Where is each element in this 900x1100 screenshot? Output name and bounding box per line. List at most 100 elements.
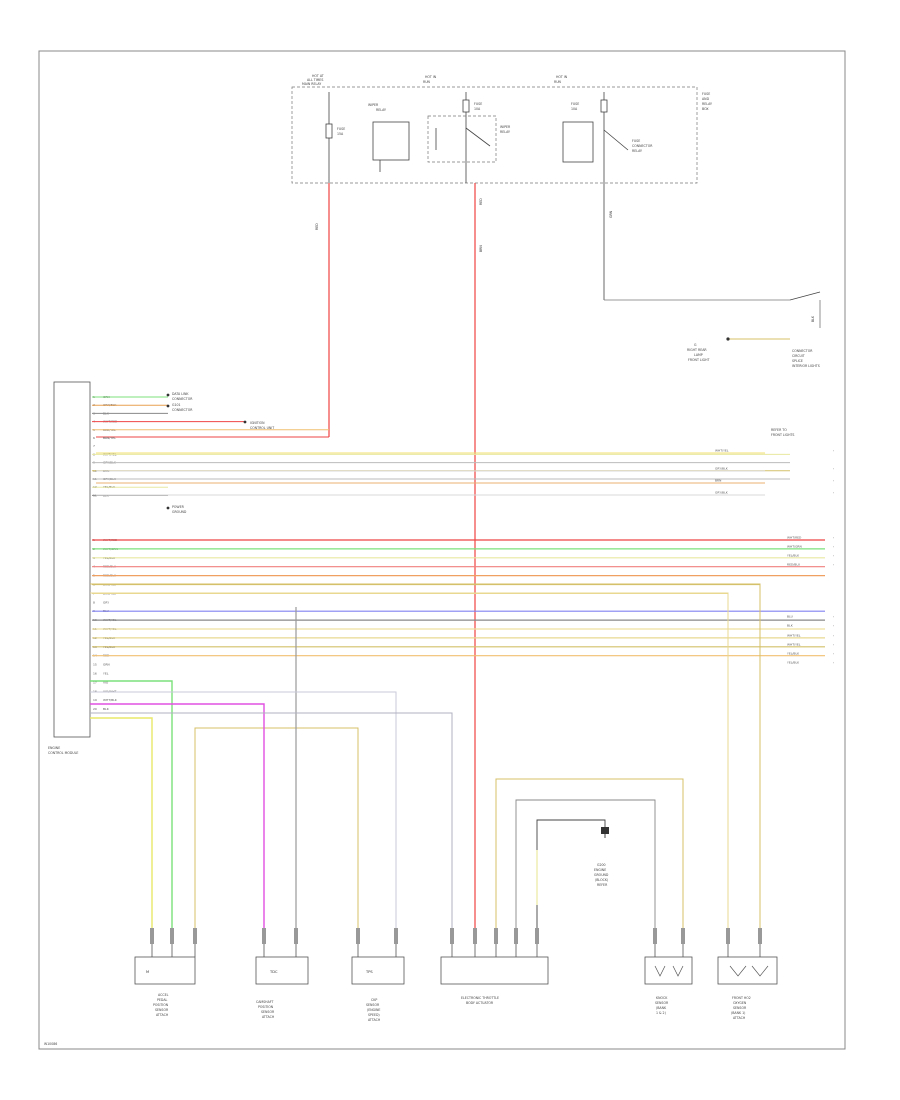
right-wire-arrow: › [833,652,834,656]
diagram-frame [38,50,846,1050]
relay-mid-outline [427,115,497,163]
relay3-label3: RELAY [632,149,642,153]
connector-pin [150,928,154,944]
right-wire-label: YEL/BLK [787,554,800,558]
lead-green-1 [90,680,173,930]
right-wire-label: YEL/BLK [787,661,800,665]
oxygen-sensor-icon [729,965,769,977]
relay3-label2: CONNECTOR [632,144,653,148]
ecm-note-5: IGNITION [250,421,265,425]
wire-label-right: GRN [609,210,613,218]
fuse1-label: FUSE [337,127,345,131]
right-wire-label: WHT/YEL [715,449,729,453]
sensor3-box-label: TPS [365,970,373,974]
fuse-col1-line3: MAIN RELAY [302,82,321,86]
sensor6-body [717,956,778,985]
right-wire-label: WHT/YEL [787,643,801,647]
right-wire-arrow: › [833,624,834,628]
ground-line1: G200 [597,863,606,867]
main-relay-icon [372,121,410,161]
connector-stubs [150,928,762,957]
connector-pin [193,928,197,944]
sensor5-body [644,956,693,985]
connector-pin [653,928,657,944]
lead-tan-3 [90,592,729,930]
ecm-note-6: CONTROL UNIT [250,426,274,430]
ecm-note-dot3 [243,420,247,424]
connector-pin [535,928,539,944]
lead-tan-2 [495,778,684,930]
connector-pin [262,928,266,944]
fuse2-icon [462,99,470,113]
connector-pin [294,928,298,944]
ecm-name-2: CONTROL MODULE [48,751,78,755]
ecm-bottom-wire-label: GRN [103,663,110,667]
ground-line4: (BLOCK) [595,878,608,882]
diagram-id: W10086 [44,1042,57,1046]
ecm-bottom-pin: 15 [93,663,97,667]
right-wire-label: WHT/YEL [787,634,801,638]
ref1-line1: G [694,343,697,347]
sensor-accel-pedal: M ACCEL PEDAL POSITION SENSOR ATTACH [134,956,196,1017]
fuse-side-line2: AND [702,97,710,101]
sensor-camshaft: TDC CAMSHAFT POSITION SENSOR ATTACH [255,956,309,1019]
sensor4-l1: ELECTRONIC THROTTLE [461,996,499,1000]
relay3-icon [562,121,594,163]
fuse-box-outline [291,86,698,184]
wire-label-right2: BLK [811,315,815,322]
main-relay-label1: WIPER [368,103,379,107]
ecm-bottom-wire-label: WHT/BLK [103,698,118,702]
ground-line3: GROUND [594,873,609,877]
ecm-wires [92,396,825,657]
relay3-switch [603,129,629,151]
lead-tan-1 [194,727,359,930]
ecm-note-3: G101 [172,403,181,407]
wire-label-left: RED [315,223,319,230]
right-references: G RIGHT REAR LAMP FRONT LIGHT CONNECTOR … [687,337,820,437]
ecm-top-pin: 6 [93,436,95,440]
ecm-bottom-wire-label: VIO [103,680,109,684]
fuse1-rating: 15A [337,132,344,136]
sensor2-l4: ATTACH [262,1015,275,1019]
sensor5-l2: SENSOR [655,1001,669,1005]
ecm-note-7: POWER [172,505,185,509]
ecm-bottom-pin: 19 [93,698,97,702]
fuse-relay-box: HOT AT ALL TIMES MAIN RELAY HOT IN RUN H… [291,74,712,184]
ref3-line1: REFER TO [771,428,787,432]
right-wire-label: BLK [787,624,794,628]
connector-pin [681,928,685,944]
ecm-top-pin: 7 [93,444,95,448]
fuse-side-line4: BOX [702,107,709,111]
fuse-col1-line1: HOT AT [312,74,324,78]
fuse2-rating: 10A [474,107,481,111]
power-feeds: RED BRN RED GRN BLK [96,183,821,930]
ecm-note-dot4 [166,506,170,510]
ecm-top-wire-label: BRN/YEL [103,436,116,440]
ecm-bottom-wire-label: VIO/WHT [103,689,117,693]
wire-label-center: BRN [479,245,483,252]
right-wire-label: BRN [715,479,721,483]
lead-gray-3 [515,799,656,930]
lead-magenta-1 [90,703,265,930]
relay-mid-switch [465,127,491,147]
sensor1-body [134,956,196,985]
fuse-side-line3: RELAY [702,102,712,106]
fuse-col1-line2: ALL TIMES [307,78,323,82]
ground-g200: G200 ENGINE GROUND (BLOCK) REFER [594,827,609,887]
connector-pin [356,928,360,944]
sensor1-l1: ACCEL [158,993,169,997]
sensor4-l2: BODY ACTUATOR [466,1001,494,1005]
ref1-dot [726,337,730,341]
sensor1-l2: PEDAL [157,998,168,1002]
sensor3-l3: (ENGINE [367,1008,380,1012]
ground-icon [601,827,609,834]
sensor6-l5: ATTACH [733,1016,746,1020]
feed-switch [789,291,821,301]
ecm-note-1: DATA LINK [172,392,189,396]
connector-pin [494,928,498,944]
ref2-line4: INTERIOR LIGHTS [792,364,820,368]
connector-pin [473,928,477,944]
fuse-side-line1: FUSE [702,92,710,96]
sensor3-body [351,956,405,985]
